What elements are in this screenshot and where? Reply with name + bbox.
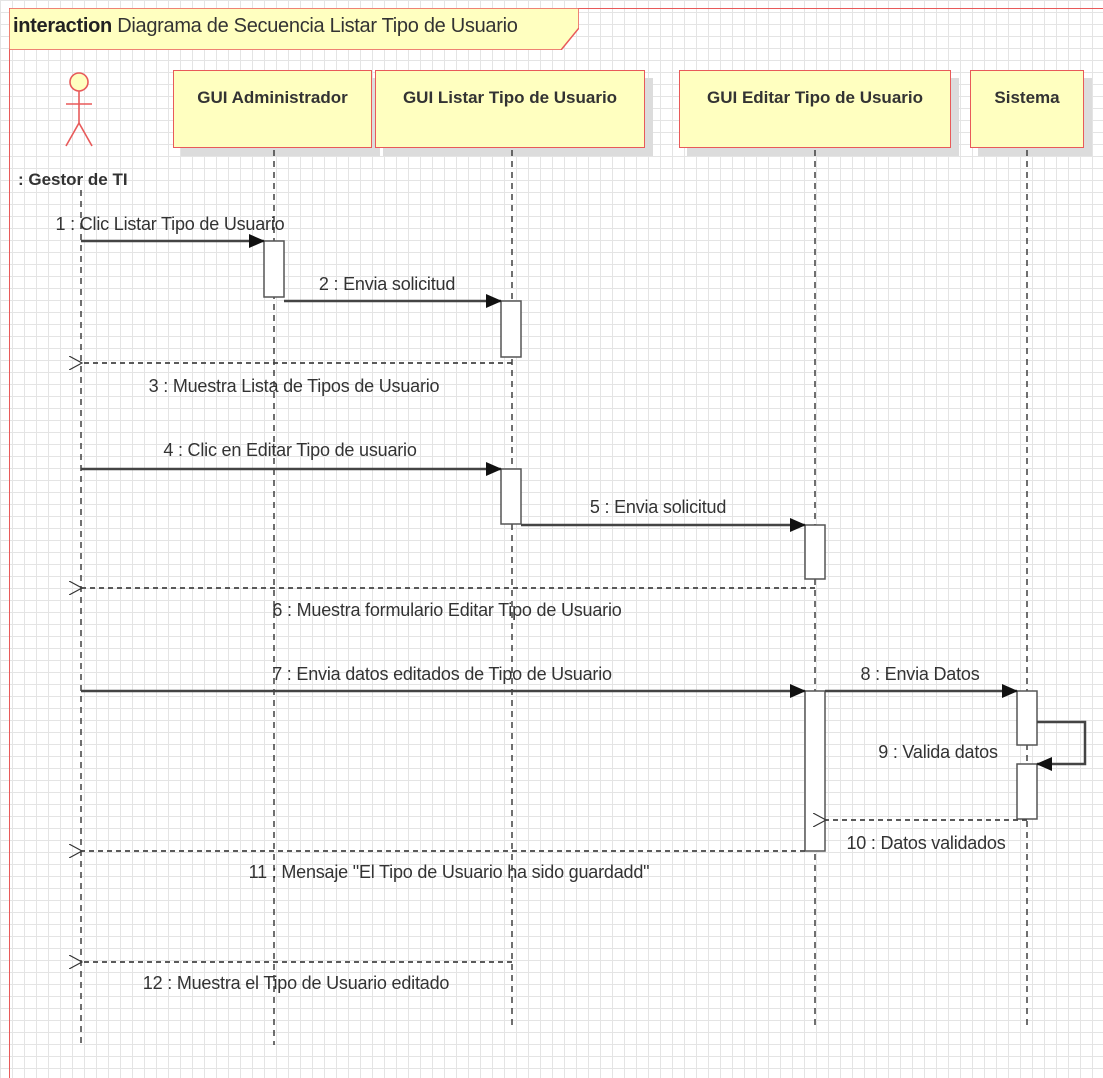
lifeline-sistema[interactable]: Sistema bbox=[970, 70, 1084, 148]
frame-title-text: Diagrama de Secuencia Listar Tipo de Usu… bbox=[117, 15, 518, 37]
message-4-label: 4 : Clic en Editar Tipo de usuario bbox=[163, 440, 417, 460]
message-11-label: 11 : Mensaje "El Tipo de Usuario ha sido… bbox=[248, 862, 650, 882]
message-1-label: 1 : Clic Listar Tipo de Usuario bbox=[55, 214, 285, 234]
message-9-label: 9 : Valida datos bbox=[878, 742, 998, 762]
message-5-label: 5 : Envia solicitud bbox=[589, 497, 727, 517]
frame-keyword: interaction bbox=[13, 15, 112, 37]
message-10-label: 10 : Datos validados bbox=[846, 833, 1006, 853]
activation-sistema bbox=[1016, 763, 1038, 820]
lifeline-gui-editar[interactable]: GUI Editar Tipo de Usuario bbox=[679, 70, 951, 148]
lifeline-label: GUI Editar Tipo de Usuario bbox=[707, 88, 923, 107]
lifeline-label: GUI Listar Tipo de Usuario bbox=[402, 88, 618, 107]
message-3-label: 3 : Muestra Lista de Tipos de Usuario bbox=[148, 376, 440, 396]
message-8-label: 8 : Envia Datos bbox=[860, 664, 980, 684]
lifeline-label: GUI Administrador bbox=[197, 88, 348, 107]
message-9-arrow bbox=[1036, 720, 1087, 771]
message-6-label: 6 : Muestra formulario Editar Tipo de Us… bbox=[272, 600, 622, 620]
actor-label: : Gestor de TI bbox=[18, 170, 128, 189]
activation-sistema bbox=[1016, 690, 1038, 746]
frame-title: interaction Diagrama de Secuencia Listar… bbox=[13, 15, 518, 38]
activation-gui-listar bbox=[500, 300, 522, 358]
lifeline-label: Sistema bbox=[994, 88, 1060, 107]
message-7-label: 7 : Envia datos editados de Tipo de Usua… bbox=[272, 664, 612, 684]
lifeline-gui-listar[interactable]: GUI Listar Tipo de Usuario bbox=[375, 70, 645, 148]
activation-gui-administrador bbox=[263, 240, 285, 298]
lifeline-gui-administrador[interactable]: GUI Administrador bbox=[173, 70, 372, 148]
message-2-label: 2 : Envia solicitud bbox=[318, 274, 456, 294]
frame-title-tab[interactable] bbox=[9, 8, 579, 50]
activation-gui-editar bbox=[804, 690, 826, 852]
actor-icon[interactable] bbox=[65, 72, 93, 147]
message-12-label: 12 : Muestra el Tipo de Usuario editado bbox=[142, 973, 450, 993]
activation-gui-listar bbox=[500, 468, 522, 525]
activation-gui-editar bbox=[804, 524, 826, 580]
